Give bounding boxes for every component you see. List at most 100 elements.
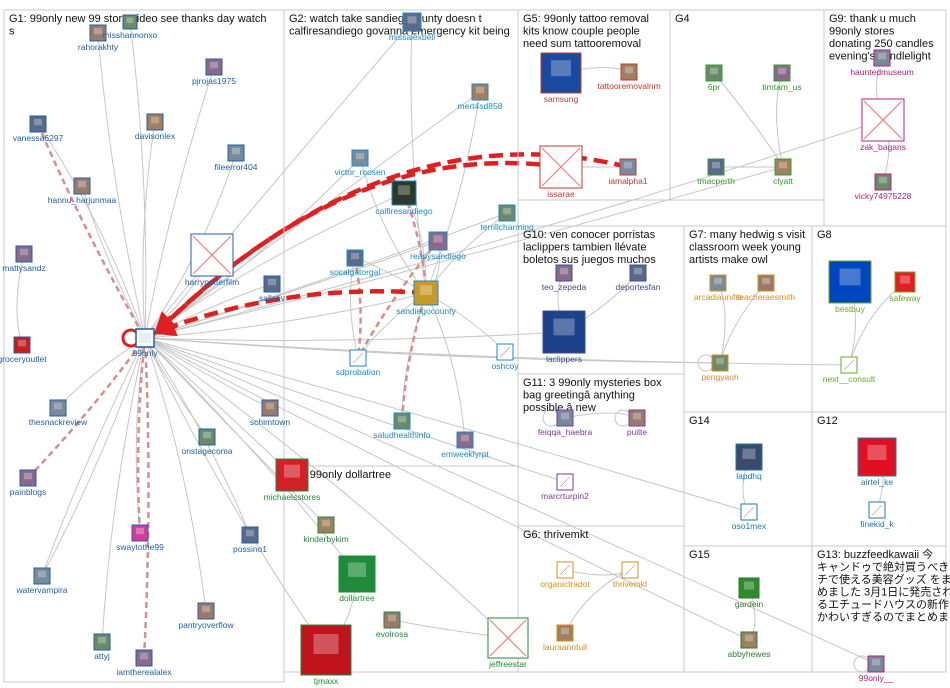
node-readysandiego[interactable]: readysandiego [410,231,466,261]
node-marcrturpin2[interactable]: marcrturpin2 [541,473,589,501]
node-evolrosa[interactable]: evolrosa [376,611,408,639]
node-teo_zepeda[interactable]: teo_zepeda [542,264,587,292]
node-next__consult[interactable]: next__consult [823,356,876,384]
node-socalgatorgal[interactable]: socalgatorgal [330,249,381,277]
avatar [867,655,885,673]
node-attyj[interactable]: attyj [93,633,111,661]
node-watervampira[interactable]: watervampira [15,567,68,595]
node-hauntedmuseum[interactable]: hauntedmuseum [850,49,914,77]
node-label: sdprobation [336,367,381,377]
node-lauraanntull[interactable]: lauraanntull [543,624,587,652]
node-michaelsstores[interactable]: michaelsstores [264,458,321,502]
node-tattooremovalnm[interactable]: tattooremovalnm [597,63,661,91]
avatar [773,64,791,82]
node-sdprobation[interactable]: sdprobation [336,349,381,377]
node-zak_bagans[interactable]: zak_bagans [860,98,906,152]
node-fileerror404[interactable]: fileerror404 [215,144,258,172]
node-jeffreestar[interactable]: jeffreestar [487,617,529,669]
node-bestbuy[interactable]: bestbuy [828,260,872,314]
node-laclippers[interactable]: laclippers [542,310,586,364]
node-schimtown[interactable]: schimtown [250,399,290,427]
node-sandiegocounty[interactable]: sandiegocounty [396,280,457,316]
node-dollartree[interactable]: dollartree [338,555,376,603]
node-missalexbell[interactable]: missalexbell [389,12,435,42]
node-99only[interactable]: 99only [132,328,158,358]
node-terrillcharming[interactable]: terrillcharming [480,204,534,232]
node-abbyhewes[interactable]: abbyhewes [727,631,771,659]
node-groceryoutlet[interactable]: groceryoutlet [0,336,47,364]
avatar [712,161,720,169]
group-title: s [9,26,15,38]
avatar [624,161,632,169]
group-title: G13: buzzfeedkawaii 今 [817,547,933,561]
edge-heavy [152,289,427,337]
node-oshcoy[interactable]: oshcoy [492,343,520,371]
node-calfiresandiego[interactable]: calfiresandiego [375,180,433,216]
node-hannu_harjunmaa[interactable]: hannu_harjunmaa [48,177,117,205]
node-label: calfiresandiego [375,206,432,216]
node-rahorakhty[interactable]: rahorakhty [78,24,119,52]
node-emweeklyrpt[interactable]: emweeklyrpt [441,431,489,459]
node-organictradot[interactable]: organictradot [540,561,590,589]
node-label: iamalpha1 [608,176,647,186]
node-victor_roosen[interactable]: victor_roosen [334,149,386,177]
avatar [471,83,489,101]
edge [424,91,481,295]
node-99only__[interactable]: 99only__ [859,655,894,683]
node-6pr[interactable]: 6pr [705,64,723,92]
node-label: safeway [889,293,921,303]
node-painblogs[interactable]: painblogs [10,469,46,497]
node-mert4sd858[interactable]: mert4sd858 [458,83,503,111]
node-thrivemkt[interactable]: thrivemkt [613,561,648,589]
node-pantryoverflow[interactable]: pantryoverflow [178,602,234,630]
avatar [140,652,148,660]
node-tmacperth[interactable]: tmacperth [697,158,735,186]
node-onstagecoma[interactable]: onstagecoma [181,428,233,456]
node-finekid_k[interactable]: finekid_k [860,501,895,529]
node-pjrojas1975[interactable]: pjrojas1975 [192,58,236,86]
avatar [709,274,727,292]
node-safeway[interactable]: safeway [889,271,921,303]
node-harrypotterfilm[interactable]: harrypotterfilm [185,233,239,287]
node-iamtherealalex[interactable]: iamtherealalex [116,649,172,677]
node-mattysandz[interactable]: mattysandz [2,245,46,273]
node-label: attyj [94,651,110,661]
node-puilte[interactable]: puilte [627,409,648,437]
node-label: swaytothe99 [116,542,164,552]
node-arcadiaunifie[interactable]: arcadiaunifie [694,274,742,302]
avatar [779,161,787,169]
node-lapdhq[interactable]: lapdhq [735,443,763,481]
node-sallotiv[interactable]: sallotiv [259,275,286,303]
node-feiqqa_haebra[interactable]: feiqqa_haebra [538,409,593,437]
node-vanessa6297[interactable]: vanessa6297 [13,115,64,143]
node-label: samsung [544,94,579,104]
node-airtel_ke[interactable]: airtel_ke [857,437,897,487]
avatar [89,24,107,42]
node-gardein[interactable]: gardein [735,577,764,609]
node-pengyaoh[interactable]: pengyaoh [701,354,739,382]
avatar [633,412,641,420]
node-clyatt[interactable]: clyatt [773,158,794,186]
avatar [620,63,638,81]
node-vicky74975228[interactable]: vicky74975228 [855,173,912,201]
node-tjmaxx[interactable]: tjmaxx [300,624,352,686]
node-possino1[interactable]: possino1 [233,526,267,554]
node-issarae[interactable]: issarae [539,145,583,199]
node-swaytothe99[interactable]: swaytothe99 [116,524,164,552]
node-label: zak_bagans [860,142,906,152]
node-davisonlex[interactable]: davisonlex [135,113,176,141]
node-iamalpha1[interactable]: iamalpha1 [608,158,648,186]
node-thesnackreview[interactable]: thesnackreview [29,399,88,427]
avatar [261,399,279,417]
node-misshannonxo[interactable]: misshannonxo [103,14,158,40]
node-timtam_us[interactable]: timtam_us [762,64,802,92]
node-kinderbykim[interactable]: kinderbykim [303,516,349,544]
avatar [742,448,756,460]
node-teacheraesmith[interactable]: teacheraesmith [737,274,795,302]
avatar [551,60,571,77]
node-oso1mex[interactable]: oso1mex [732,503,767,531]
node-deportesfan[interactable]: deportesfan [616,264,661,292]
node-samsung[interactable]: samsung [540,52,582,104]
avatar [540,52,582,94]
node-saludhealthinfo[interactable]: saludhealthinfo [373,412,431,440]
